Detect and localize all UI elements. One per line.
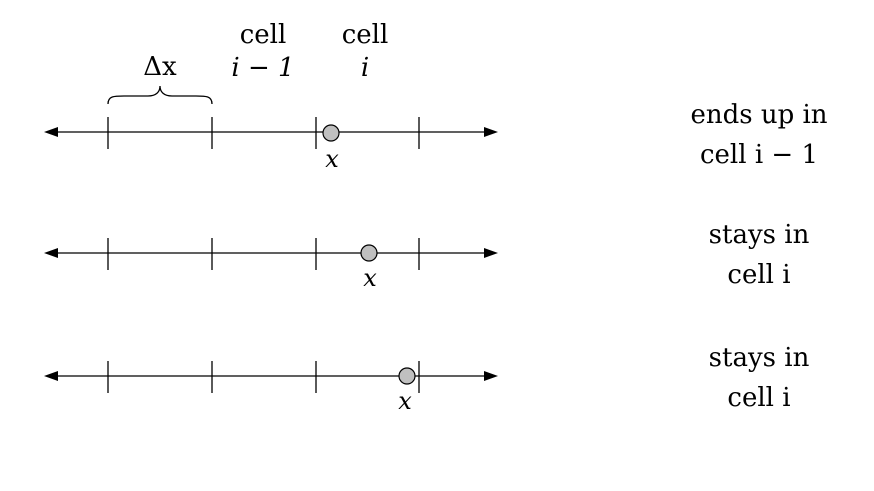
left-arrow-icon xyxy=(44,248,58,258)
left-arrow-icon xyxy=(44,371,58,381)
delta-x-label: Δx xyxy=(143,52,177,82)
cell-prev-label-line1: cell xyxy=(240,20,287,50)
number-line-row-2: x xyxy=(44,238,498,292)
delta-x-brace xyxy=(107,85,213,105)
number-line-row-1: x xyxy=(44,117,498,173)
right-arrow-icon xyxy=(484,371,498,381)
row-2-caption-line2: cell i xyxy=(727,260,790,290)
row-3-caption-line1: stays in xyxy=(709,343,810,373)
cell-prev-label-line2: i − 1 xyxy=(231,53,294,83)
row-2-caption-line1: stays in xyxy=(709,220,810,250)
point-label: x xyxy=(398,387,412,415)
particle-point xyxy=(398,367,416,385)
row-1-caption-line2: cell i − 1 xyxy=(700,140,818,170)
particle-point xyxy=(322,124,340,142)
row-1-caption-line1: ends up in xyxy=(690,100,827,130)
point-label: x xyxy=(363,264,377,292)
number-line-row-3: x xyxy=(44,361,498,415)
particle-point xyxy=(360,244,378,262)
cell-curr-label-line1: cell xyxy=(342,20,389,50)
row-3-caption-line2: cell i xyxy=(727,383,790,413)
left-arrow-icon xyxy=(44,127,58,137)
point-label: x xyxy=(325,145,339,173)
right-arrow-icon xyxy=(484,248,498,258)
right-arrow-icon xyxy=(484,127,498,137)
cell-curr-label-line2: i xyxy=(361,53,369,83)
